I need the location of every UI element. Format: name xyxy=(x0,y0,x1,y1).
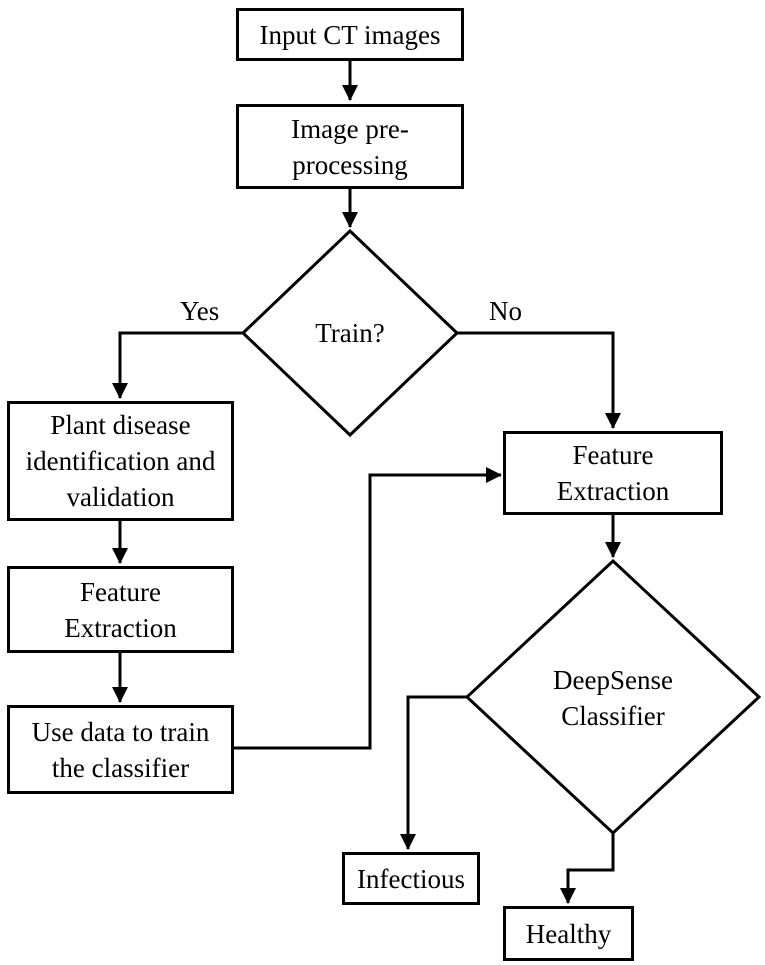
image-preprocessing-box: Image pre- processing xyxy=(236,104,464,189)
healthy-box: Healthy xyxy=(503,906,634,961)
arrow-train-to-feature-right xyxy=(232,467,502,750)
plant-disease-box: Plant disease identification and validat… xyxy=(7,401,234,521)
feature-extraction-left-box: Feature Extraction xyxy=(7,566,234,653)
arrow-yes-to-plant xyxy=(112,331,243,399)
train-decision-label: Train? xyxy=(315,318,385,348)
classifier-label: DeepSense Classifier xyxy=(553,665,673,731)
no-label: No xyxy=(489,296,522,326)
arrow-classifier-to-infectious xyxy=(400,695,467,850)
yes-label: Yes xyxy=(180,296,220,326)
arrow-classifier-to-healthy xyxy=(560,833,615,904)
train-classifier-box: Use data to train the classifier xyxy=(7,705,234,794)
train-decision-diamond xyxy=(240,228,460,438)
input-ct-images-box: Input CT images xyxy=(236,8,464,61)
infectious-box: Infectious xyxy=(342,852,480,905)
arrow-no-to-feature-right xyxy=(457,331,621,429)
feature-extraction-right-box: Feature Extraction xyxy=(503,431,723,515)
